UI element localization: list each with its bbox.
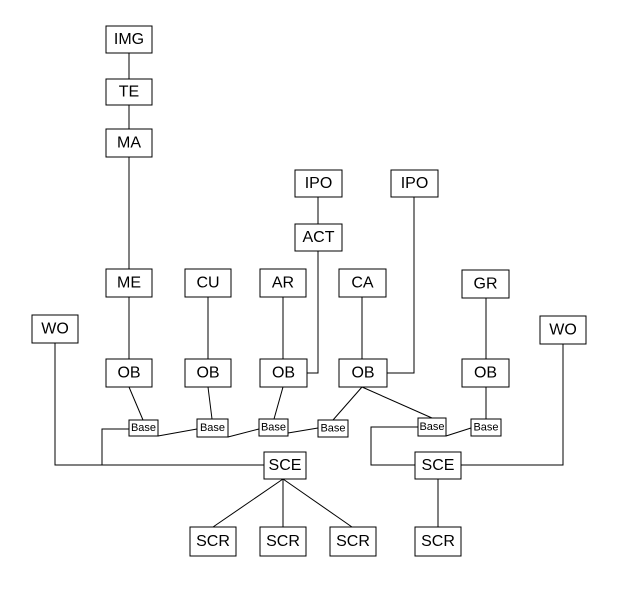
edge-base1-sce-left: [101, 428, 129, 465]
node-ma: MA: [105, 128, 153, 158]
node-base-2: Base: [196, 418, 229, 438]
edge-wo-right-sce-right: [461, 344, 564, 466]
edge-sce-left-scr1: [212, 478, 284, 528]
node-me-label: ME: [117, 275, 141, 292]
node-ca: CA: [338, 268, 387, 298]
nodes: IMG TE MA IPO IPO ACT ME CU: [31, 25, 587, 557]
node-me: ME: [105, 268, 153, 298]
node-act: ACT: [294, 223, 343, 252]
node-ob-5: OB: [461, 358, 510, 388]
node-img-label: IMG: [114, 31, 144, 48]
edge-ob4-base5: [361, 386, 433, 419]
node-act-label: ACT: [303, 229, 335, 246]
node-wo-left: WO: [31, 314, 79, 344]
node-ma-label: MA: [117, 135, 141, 152]
node-ob-4: OB: [338, 358, 388, 388]
node-ipo-2-label: IPO: [401, 175, 429, 192]
node-scr-2-label: SCR: [266, 533, 300, 550]
node-sce-left: SCE: [263, 451, 307, 480]
node-base-5-label: Base: [419, 421, 444, 433]
node-base-1: Base: [128, 419, 159, 437]
edge-ob1-base1: [128, 386, 144, 421]
node-base-3-label: Base: [261, 422, 286, 434]
node-base-2-label: Base: [200, 422, 225, 434]
node-te: TE: [105, 78, 153, 106]
node-base-5: Base: [417, 417, 447, 437]
node-scr-3-label: SCR: [336, 533, 370, 550]
node-ob-3-label: OB: [272, 365, 295, 382]
edge-sce-left-scr3: [282, 478, 353, 528]
node-ipo-1-label: IPO: [305, 175, 333, 192]
edge-base5-sce-right: [370, 426, 418, 466]
edge-base2-base3: [227, 428, 260, 438]
node-scr-1: SCR: [189, 526, 237, 557]
node-scr-3: SCR: [329, 526, 377, 557]
edge-act-ob3: [307, 251, 319, 374]
edge-ob3-base3: [273, 386, 284, 420]
node-wo-left-label: WO: [41, 321, 69, 338]
node-ob-4-label: OB: [351, 365, 374, 382]
edge-base1-base2: [157, 428, 198, 437]
node-ipo-2: IPO: [390, 169, 439, 198]
node-scr-1-label: SCR: [196, 533, 230, 550]
node-cu: CU: [184, 268, 232, 298]
node-base-3: Base: [258, 418, 289, 437]
node-scr-4: SCR: [414, 526, 462, 557]
node-sce-left-label: SCE: [269, 457, 302, 474]
connectors: [54, 53, 564, 528]
node-gr: GR: [461, 269, 510, 299]
node-ca-label: CA: [351, 275, 374, 292]
node-wo-right-label: WO: [549, 322, 577, 339]
node-ob-2: OB: [184, 358, 232, 388]
node-ob-2-label: OB: [196, 365, 219, 382]
node-ipo-1: IPO: [294, 169, 343, 198]
edge-wo-left-sce-left: [54, 343, 264, 466]
node-scr-4-label: SCR: [421, 533, 455, 550]
node-ob-1: OB: [105, 358, 153, 388]
node-base-4-label: Base: [320, 423, 345, 435]
node-base-6-label: Base: [473, 422, 498, 434]
node-sce-right-label: SCE: [422, 457, 455, 474]
edge-ob2-base2: [207, 386, 213, 420]
node-ob-3: OB: [259, 358, 308, 388]
node-base-4: Base: [317, 419, 349, 438]
node-base-1-label: Base: [131, 422, 156, 434]
node-img: IMG: [105, 25, 153, 54]
edge-base3-base4: [287, 427, 319, 434]
node-ar: AR: [259, 268, 307, 298]
node-wo-right: WO: [539, 315, 587, 345]
node-gr-label: GR: [474, 276, 498, 293]
edge-ipo2-ob4: [387, 197, 415, 374]
edge-ob4-base4: [332, 386, 363, 421]
node-sce-right: SCE: [414, 451, 462, 480]
node-ob-1-label: OB: [117, 365, 140, 382]
node-cu-label: CU: [196, 275, 219, 292]
node-te-label: TE: [119, 84, 139, 101]
node-base-6: Base: [470, 418, 502, 437]
node-ob-5-label: OB: [474, 365, 497, 382]
node-scr-2: SCR: [259, 526, 307, 557]
node-ar-label: AR: [272, 275, 294, 292]
edge-base5-base6: [445, 427, 472, 437]
